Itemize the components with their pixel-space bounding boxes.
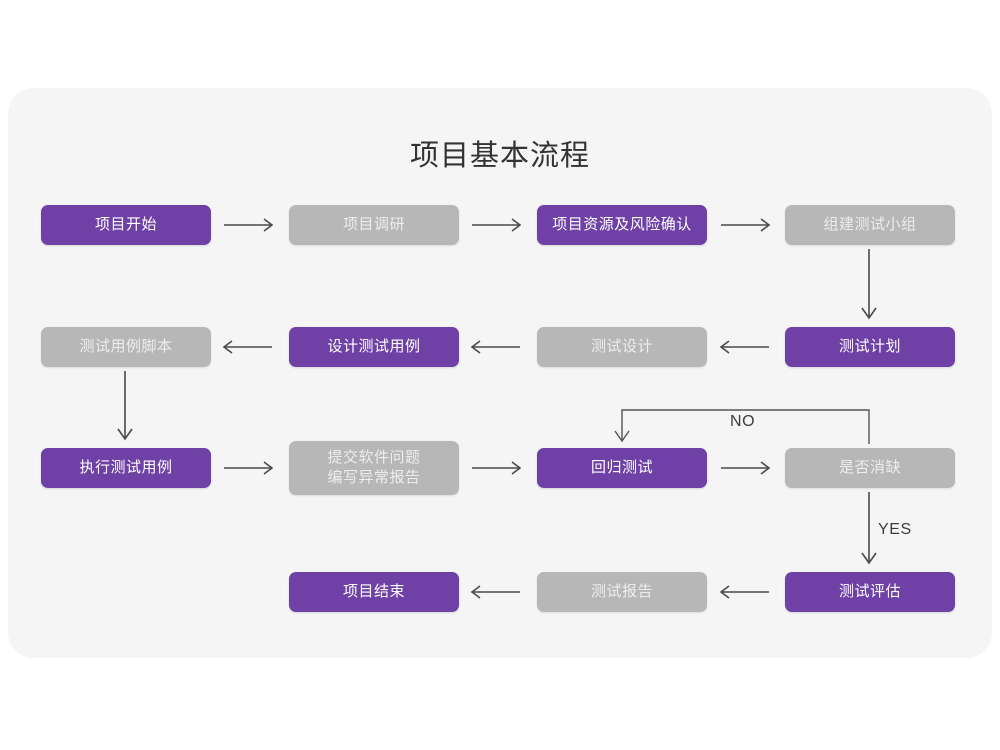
page-title: 项目基本流程 [409,140,590,172]
flow-node-project-end[interactable]: 项目结束 [289,572,459,612]
edge-label-no: NO [730,413,756,430]
flow-node-execute-test-cases[interactable]: 执行测试用例 [41,448,211,488]
flowchart-card [8,88,992,658]
flow-node-test-evaluation[interactable]: 测试评估 [785,572,955,612]
flow-node-submit-defect-report[interactable]: 提交软件问题 编写异常报告 [289,441,459,495]
flow-node-project-start[interactable]: 项目开始 [41,205,211,245]
flow-node-test-case-script[interactable]: 测试用例脚本 [41,327,211,367]
flow-node-regression-test[interactable]: 回归测试 [537,448,707,488]
flow-node-test-plan[interactable]: 测试计划 [785,327,955,367]
flow-node-resource-risk-confirm[interactable]: 项目资源及风险确认 [537,205,707,245]
flow-node-defect-resolved-decision[interactable]: 是否消缺 [785,448,955,488]
flow-node-test-design[interactable]: 测试设计 [537,327,707,367]
flow-node-design-test-cases[interactable]: 设计测试用例 [289,327,459,367]
flow-node-form-test-team[interactable]: 组建测试小组 [785,205,955,245]
flow-node-test-report[interactable]: 测试报告 [537,572,707,612]
edge-label-yes: YES [878,521,912,538]
flow-node-project-research[interactable]: 项目调研 [289,205,459,245]
